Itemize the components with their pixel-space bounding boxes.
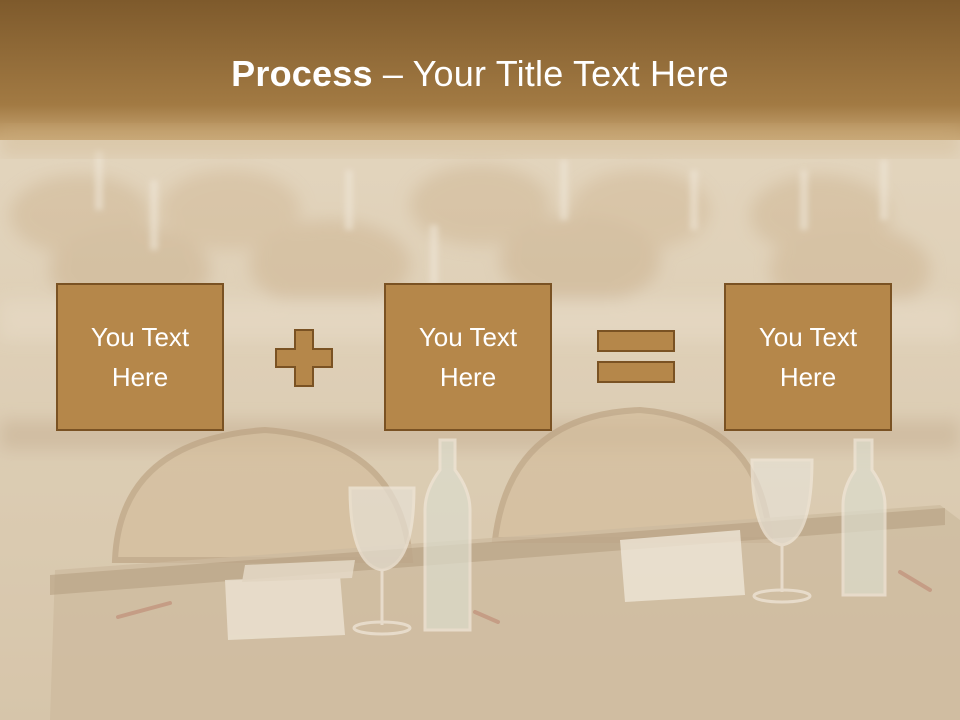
title-bold: Process xyxy=(231,53,373,94)
text-box-3: You Text Here xyxy=(724,283,892,431)
equals-icon xyxy=(597,330,675,383)
plus-icon xyxy=(275,329,333,387)
title-rest: – Your Title Text Here xyxy=(372,53,729,94)
slide-title: Process – Your Title Text Here xyxy=(0,52,960,96)
text-box-2: You Text Here xyxy=(384,283,552,431)
text-box-1: You Text Here xyxy=(56,283,224,431)
